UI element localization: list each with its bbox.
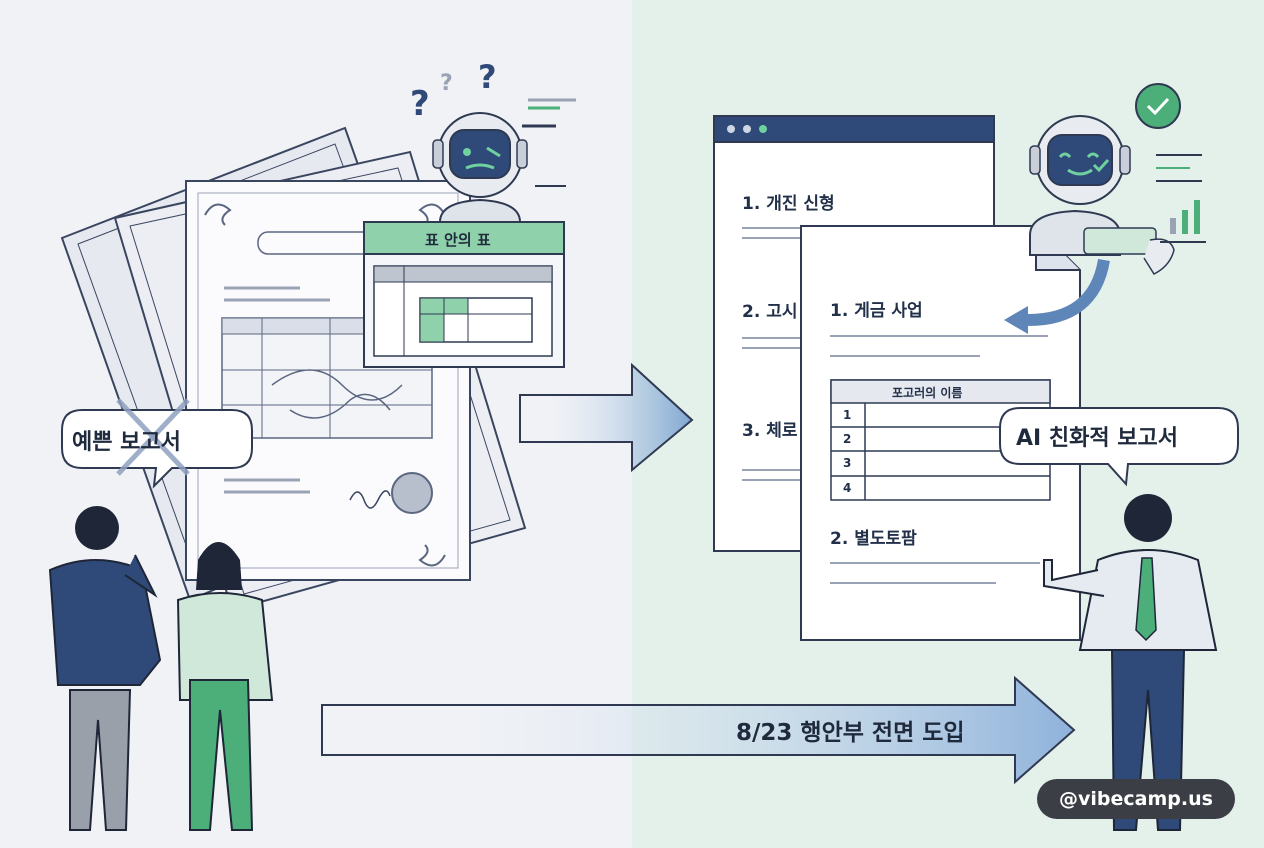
left-speech-bubble xyxy=(61,398,253,489)
table-row-1: 1 xyxy=(843,408,852,422)
happy-robot xyxy=(1029,83,1206,275)
right-speech-bubble xyxy=(999,407,1239,487)
watermark-badge: @vibecamp.us xyxy=(1037,779,1235,819)
table-row-3: 3 xyxy=(843,456,852,470)
table-row-4: 4 xyxy=(843,481,852,495)
front-doc-item-2: 2. 별도토팜 xyxy=(830,529,917,549)
back-doc-item-1: 1. 개진 신형 xyxy=(742,194,835,214)
right-bubble-text: AI 친화적 보고서 xyxy=(1016,426,1178,451)
back-doc-item-2: 2. 고시 xyxy=(742,302,798,322)
svg-text:?: ? xyxy=(478,58,497,96)
svg-text:?: ? xyxy=(440,71,453,96)
nested-table-label: 표 안의 표 xyxy=(425,231,491,249)
woman xyxy=(176,542,274,831)
curved-arrow xyxy=(1027,258,1110,326)
center-arrow xyxy=(519,362,694,473)
left-bubble-text: 예쁜 보고서 xyxy=(72,430,181,455)
svg-text:?: ? xyxy=(410,84,430,124)
back-doc-item-3: 3. 체로 xyxy=(742,421,798,441)
table-row-2: 2 xyxy=(843,432,852,446)
front-doc-item-1: 1. 게금 사업 xyxy=(830,301,923,321)
thinking-man xyxy=(48,506,162,831)
nested-table-card xyxy=(363,221,565,368)
table-header: 포고러의 이름 xyxy=(892,386,963,400)
timeline-arrow-text: 8/23 행안부 전면 도입 xyxy=(736,720,965,746)
timeline-arrow xyxy=(321,675,1076,785)
